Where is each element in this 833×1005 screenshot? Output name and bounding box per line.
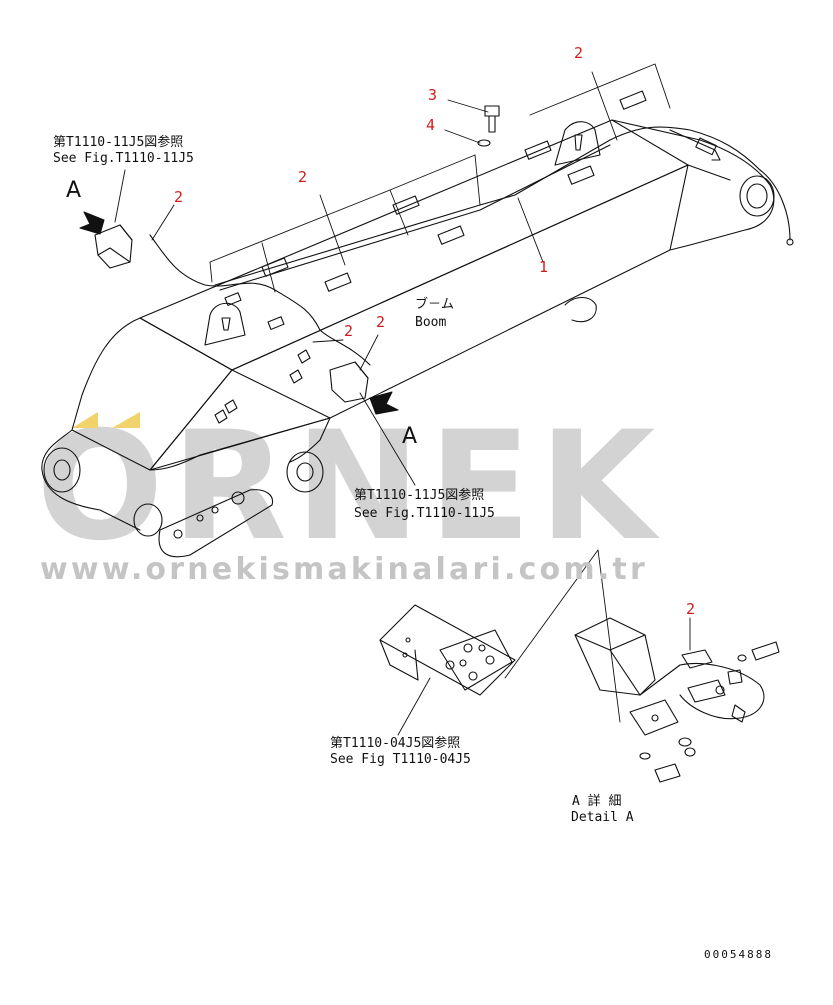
boom-body xyxy=(41,119,775,558)
ref-11j5-mid-en: See Fig.T1110-11J5 xyxy=(354,506,495,521)
wiring-harness xyxy=(149,126,794,366)
callout-2-detail: 2 xyxy=(686,600,696,618)
detail-a-en: Detail A xyxy=(571,810,634,825)
hose-clamps xyxy=(224,90,647,330)
work-lamp-left xyxy=(94,224,133,269)
bolt-washer xyxy=(477,105,500,147)
detail-lamp xyxy=(574,617,780,783)
watermark-accent-left xyxy=(72,412,98,428)
callout-2-lamp-a: 2 xyxy=(344,322,354,340)
ref-04j5-jp: 第T1110-04J5図参照 xyxy=(330,736,461,751)
view-marker-a-right: A xyxy=(402,424,418,449)
drawing-code: 00054888 xyxy=(704,948,773,961)
ref-11j5-mid-jp: 第T1110-11J5図参照 xyxy=(354,488,485,503)
leader-lines xyxy=(114,63,691,736)
boom-label-en: Boom xyxy=(415,315,447,330)
callout-2-left: 2 xyxy=(174,188,184,206)
boom-label-jp: ブ－ム xyxy=(415,297,455,312)
view-arrows xyxy=(79,211,399,415)
watermark-logo: ORNEK xyxy=(36,400,664,574)
ref-11j5-top-en: See Fig.T1110-11J5 xyxy=(53,151,194,166)
ref-11j5-top-jp: 第T1110-11J5図参照 xyxy=(53,135,184,150)
callout-2-top-right: 2 xyxy=(574,44,584,62)
ref-04j5-en: See Fig T1110-04J5 xyxy=(330,752,471,767)
callout-4: 4 xyxy=(426,116,436,134)
detail-bracket xyxy=(379,604,516,696)
callout-1: 1 xyxy=(539,258,549,276)
callout-3: 3 xyxy=(428,86,438,104)
work-lamp-right xyxy=(329,361,369,403)
view-marker-a-left: A xyxy=(66,178,82,203)
watermark-accent-right xyxy=(112,412,140,428)
detail-a-jp: A 詳 細 xyxy=(572,794,622,809)
callout-2-lamp-b: 2 xyxy=(376,313,386,331)
watermark-url: www.ornekismakinalari.com.tr xyxy=(40,552,648,587)
callout-2-mid: 2 xyxy=(298,168,308,186)
